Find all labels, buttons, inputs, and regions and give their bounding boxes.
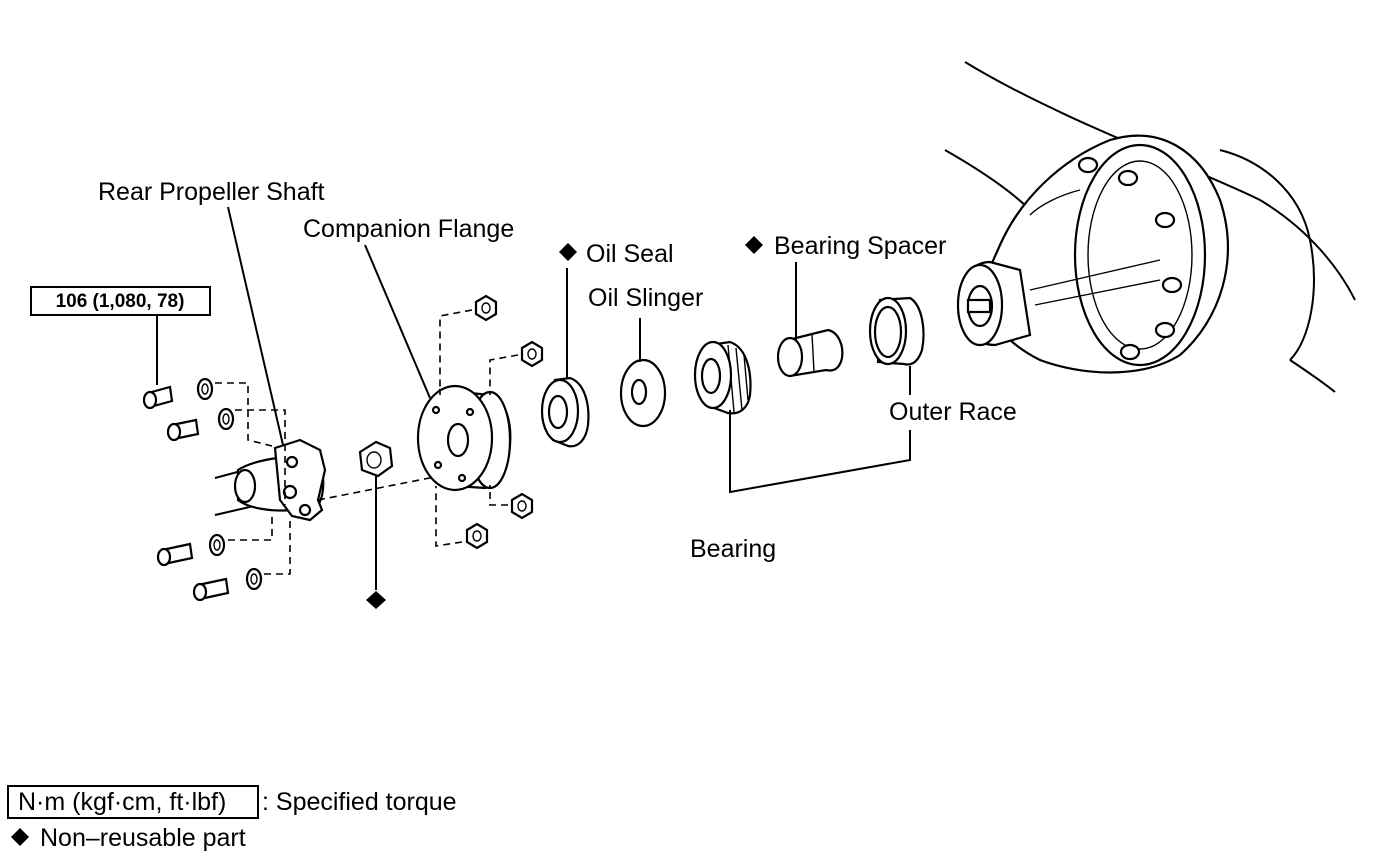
legend-torque-box [7,785,259,819]
legend-non-reusable: Non–reusable part [40,824,246,852]
companion-flange [416,384,512,492]
label-bearing: Bearing [690,535,776,563]
black-diamond-icon [745,236,763,254]
torque-box [30,286,211,316]
label-outer-race: Outer Race [889,398,1017,426]
pinion-nut [358,440,394,478]
label-oil-seal: Oil Seal [586,240,674,268]
bearing [693,340,752,415]
rear-propeller-shaft [214,438,327,522]
leader-bearing [729,410,911,494]
oil-slinger [619,358,667,428]
oil-seal [540,376,590,448]
label-bearing-spacer: Bearing Spacer [774,232,946,260]
label-oil-slinger: Oil Slinger [588,284,703,312]
carrier-bolts [1077,156,1183,361]
black-diamond-icon [559,243,577,261]
outer-race [868,296,925,366]
label-companion-flange: Companion Flange [303,215,514,243]
propeller-bolts [142,385,230,602]
flange-nuts [465,294,544,550]
differential-carrier [944,61,1356,393]
torque-value: 106 (1,080, 78) [56,291,185,312]
legend: N·m (kgf·cm, ft·lbf) : Specified torque … [7,785,457,852]
legend-torque-desc: : Specified torque [262,788,457,816]
legend-torque-units: N·m (kgf·cm, ft·lbf) [18,788,226,816]
bearing-spacer [776,328,844,378]
leader-companion-flange [364,244,431,399]
black-diamond-icon [366,591,386,609]
washers [196,377,263,591]
leader-propeller-shaft [227,206,284,446]
black-diamond-icon [11,828,29,846]
label-rear-propeller-shaft: Rear Propeller Shaft [98,178,325,206]
